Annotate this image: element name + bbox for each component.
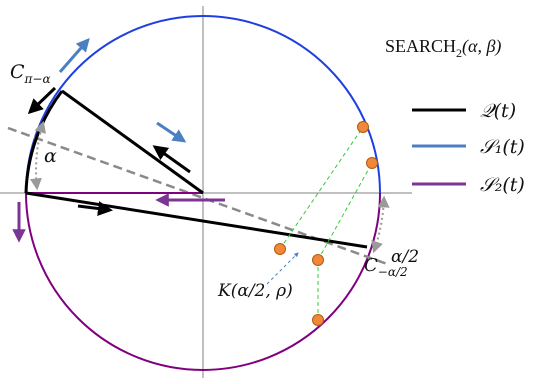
alpha-angle-arc [29, 120, 46, 191]
legend-label-q: 𝒬(t) [480, 100, 516, 122]
circle-upper-arc [25, 15, 381, 194]
point-lower [312, 314, 324, 326]
circle-lower-arc [25, 192, 381, 371]
label-alpha: α [44, 145, 57, 167]
legend-label-s2: 𝒮₂(t) [480, 174, 525, 196]
label-alpha-half: α/2 [391, 247, 419, 267]
diagram-title: SEARCH2(α, β) [385, 36, 501, 60]
arrow-s1-outward [156, 121, 187, 143]
k-pointer-line [266, 252, 299, 285]
q-segment-to-c-pi-minus-alpha [61, 89, 204, 195]
arrow-q-toward-c-pi-minus-alpha [152, 145, 191, 174]
dashed-diameter-line [7, 126, 391, 267]
arrow-q-along-chord [77, 201, 113, 216]
point-upper-2 [366, 157, 378, 169]
legend-label-s1: 𝒮₁(t) [480, 136, 525, 158]
q-arc-segment [24, 90, 64, 194]
guide-line-2 [317, 162, 373, 261]
q-segment-to-c-minus-alpha-half [25, 191, 368, 249]
arrow-s1-tangent-up [58, 37, 90, 73]
label-k-point: K(α/2, ρ) [217, 281, 293, 301]
point-chord-1 [274, 243, 286, 255]
arrow-q-tangent-down [27, 86, 57, 115]
alpha-half-angle-arc [371, 195, 390, 254]
search-points [274, 121, 378, 326]
point-k [312, 254, 324, 266]
legend: 𝒬(t) 𝒮₁(t) 𝒮₂(t) [412, 100, 525, 196]
label-c-pi-minus-alpha: Cπ−α [10, 61, 51, 86]
point-upper-1 [357, 121, 369, 133]
label-c-minus-alpha-half: C−α/2 [364, 255, 408, 279]
guide-line-1 [279, 126, 364, 250]
